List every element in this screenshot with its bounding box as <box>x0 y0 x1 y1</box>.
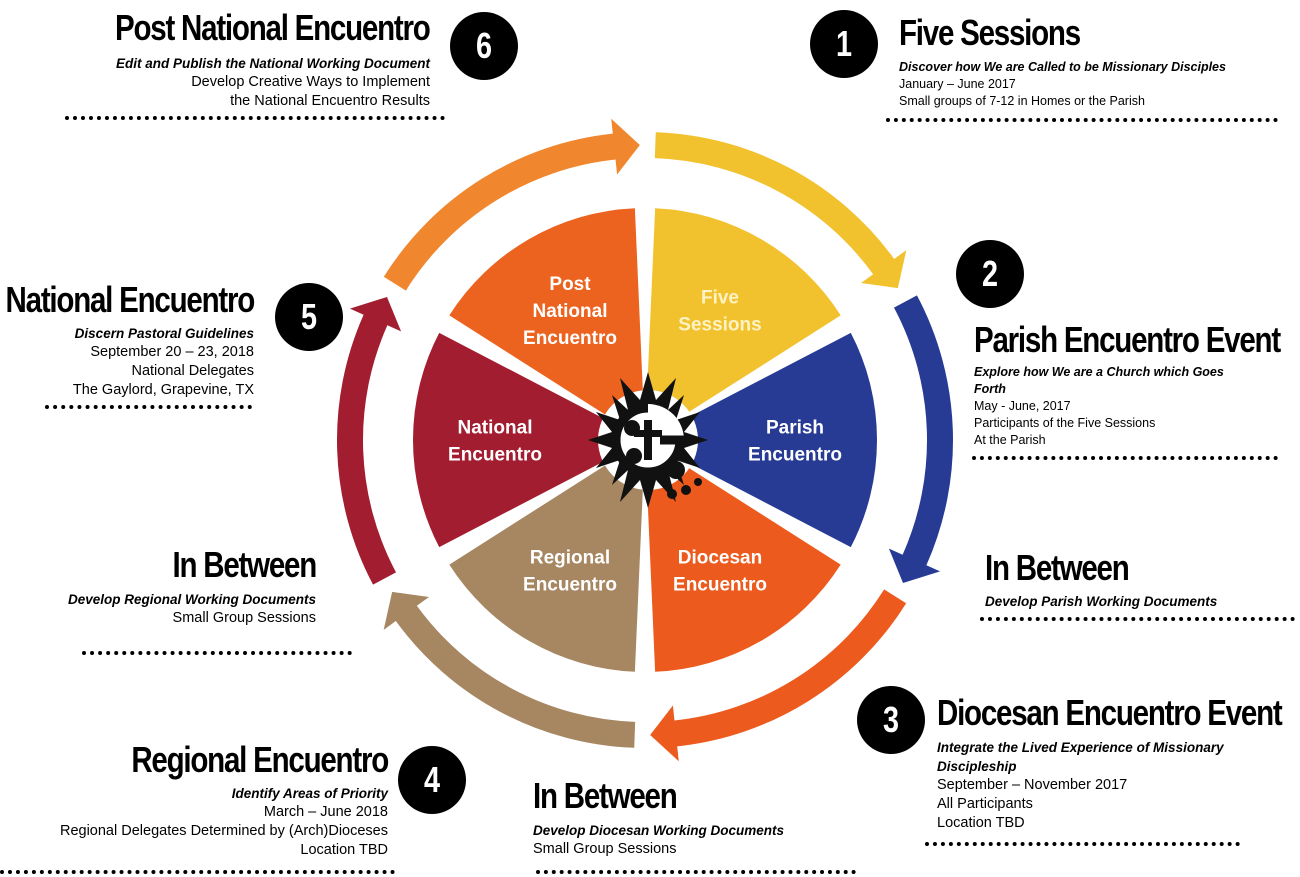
between-diocesan-divider <box>536 870 856 874</box>
between-diocesan-block: In Between Develop Diocesan Working Docu… <box>533 778 784 859</box>
step-5-number-badge: 5 <box>275 283 343 351</box>
between-regional-sessions: Small Group Sessions <box>172 610 316 626</box>
encuentro-logo-icon <box>588 372 708 508</box>
segment-label-regional-encuentro: Encuentro <box>523 574 617 595</box>
arrow-to-parish <box>654 132 907 289</box>
step-4-number-badge: 4 <box>398 746 466 814</box>
step-2-divider <box>972 456 1278 460</box>
segment-label-diocesan-encuentro: Encuentro <box>673 574 767 595</box>
step-1-block: Five Sessions Discover how We are Called… <box>899 15 1226 110</box>
step-5-block: National Encuentro Discern Pastoral Guid… <box>0 279 256 400</box>
arrow-to-five-sessions <box>383 118 640 291</box>
step-5-title: National Encuentro <box>5 279 256 320</box>
between-parish-title: In Between <box>985 547 1130 588</box>
segment-label-national-encuentro: Encuentro <box>448 445 542 466</box>
step-6-detail-line-2: the National Encuentro Results <box>230 93 430 109</box>
segment-parish-encuentro <box>655 332 877 548</box>
step-1-title: Five Sessions <box>899 12 1081 53</box>
segment-five-sessions <box>645 208 841 434</box>
step-4-location: Location TBD <box>300 842 388 858</box>
between-diocesan-subtitle: Develop Diocesan Working Documents <box>533 823 785 838</box>
step-5-divider <box>45 405 252 409</box>
step-5-subtitle: Discern Pastoral Guidelines <box>74 326 254 341</box>
segment-label-post-national-encuentro: National <box>533 301 608 322</box>
cycle-segments: FiveSessionsParishEncuentroDiocesanEncue… <box>413 208 877 672</box>
segment-label-regional-encuentro: Regional <box>530 547 610 568</box>
step-6-title: Post National Encuentro <box>115 7 431 48</box>
between-parish-divider <box>980 617 1295 621</box>
arrow-to-regional <box>650 589 907 762</box>
step-4-subtitle: Identify Areas of Priority <box>231 786 388 801</box>
between-parish-block: In Between Develop Parish Working Docume… <box>985 550 1217 611</box>
segment-label-parish-encuentro: Parish <box>766 418 824 439</box>
segment-label-five-sessions: Five <box>701 288 739 309</box>
segment-diocesan-encuentro <box>645 446 841 672</box>
step-6-divider <box>65 116 445 120</box>
step-2-participants: Participants of the Five Sessions <box>974 416 1156 430</box>
cycle-arrows <box>336 118 953 762</box>
step-1-participants: Small groups of 7-12 in Homes or the Par… <box>899 94 1145 108</box>
step-3-subtitle-line-2: Discipleship <box>937 759 1017 774</box>
segment-regional-encuentro <box>449 446 645 672</box>
step-2-number-badge: 2 <box>956 240 1024 308</box>
segment-label-diocesan-encuentro: Diocesan <box>678 547 762 568</box>
step-4-block: Regional Encuentro Identify Areas of Pri… <box>59 739 389 860</box>
segment-label-post-national-encuentro: Post <box>549 274 591 295</box>
between-regional-divider <box>82 651 352 655</box>
step-5-location: The Gaylord, Grapevine, TX <box>72 382 254 398</box>
segment-label-five-sessions: Sessions <box>678 315 761 336</box>
step-4-divider <box>0 870 395 874</box>
step-2-subtitle-line-2: Forth <box>974 382 1006 396</box>
step-3-block: Diocesan Encuentro Event Integrate the L… <box>937 695 1300 833</box>
step-6-detail-line-1: Develop Creative Ways to Implement <box>191 74 430 90</box>
between-regional-block: In Between Develop Regional Working Docu… <box>67 544 317 628</box>
step-5-participants: National Delegates <box>131 363 254 379</box>
step-3-subtitle-line-1: Integrate the Lived Experience of Missio… <box>937 740 1224 755</box>
between-diocesan-sessions: Small Group Sessions <box>533 841 677 857</box>
step-4-participants: Regional Delegates Determined by (Arch)D… <box>59 823 388 839</box>
arrow-to-diocesan <box>888 295 953 584</box>
step-3-number-badge: 3 <box>857 686 925 754</box>
step-3-title: Diocesan Encuentro Event <box>937 692 1283 733</box>
step-2-block: Parish Encuentro Event Explore how We ar… <box>974 322 1300 449</box>
step-2-location: At the Parish <box>974 433 1046 447</box>
step-3-divider <box>925 842 1240 846</box>
step-3-participants: All Participants <box>937 796 1033 812</box>
segment-post-national-encuentro <box>449 208 645 434</box>
between-parish-subtitle: Develop Parish Working Documents <box>985 594 1218 609</box>
step-2-subtitle-line-1: Explore how We are a Church which Goes <box>974 365 1224 379</box>
step-1-number-badge: 1 <box>810 10 878 78</box>
step-1-subtitle: Discover how We are Called to be Mission… <box>899 60 1226 74</box>
step-4-title: Regional Encuentro <box>131 739 389 780</box>
segment-national-encuentro <box>413 332 635 548</box>
step-6-subtitle: Edit and Publish the National Working Do… <box>115 56 430 71</box>
step-6-block: Post National Encuentro Edit and Publish… <box>46 7 431 111</box>
step-3-location: Location TBD <box>937 815 1025 831</box>
step-3-date: September – November 2017 <box>937 777 1128 793</box>
step-2-date: May - June, 2017 <box>974 399 1071 413</box>
segment-label-post-national-encuentro: Encuentro <box>523 328 617 349</box>
between-regional-subtitle: Develop Regional Working Documents <box>67 592 316 607</box>
step-5-date: September 20 – 23, 2018 <box>90 344 254 360</box>
step-6-number-badge: 6 <box>450 12 518 80</box>
between-diocesan-title: In Between <box>533 775 678 816</box>
step-1-divider <box>886 118 1278 122</box>
between-regional-title: In Between <box>172 544 317 585</box>
segment-label-parish-encuentro: Encuentro <box>748 445 842 466</box>
step-4-date: March – June 2018 <box>263 804 388 820</box>
arrow-to-post-national <box>336 296 402 585</box>
step-2-title: Parish Encuentro Event <box>974 319 1281 360</box>
step-1-date: January – June 2017 <box>899 77 1016 91</box>
segment-label-national-encuentro: National <box>458 418 533 439</box>
arrow-to-national <box>383 591 636 748</box>
